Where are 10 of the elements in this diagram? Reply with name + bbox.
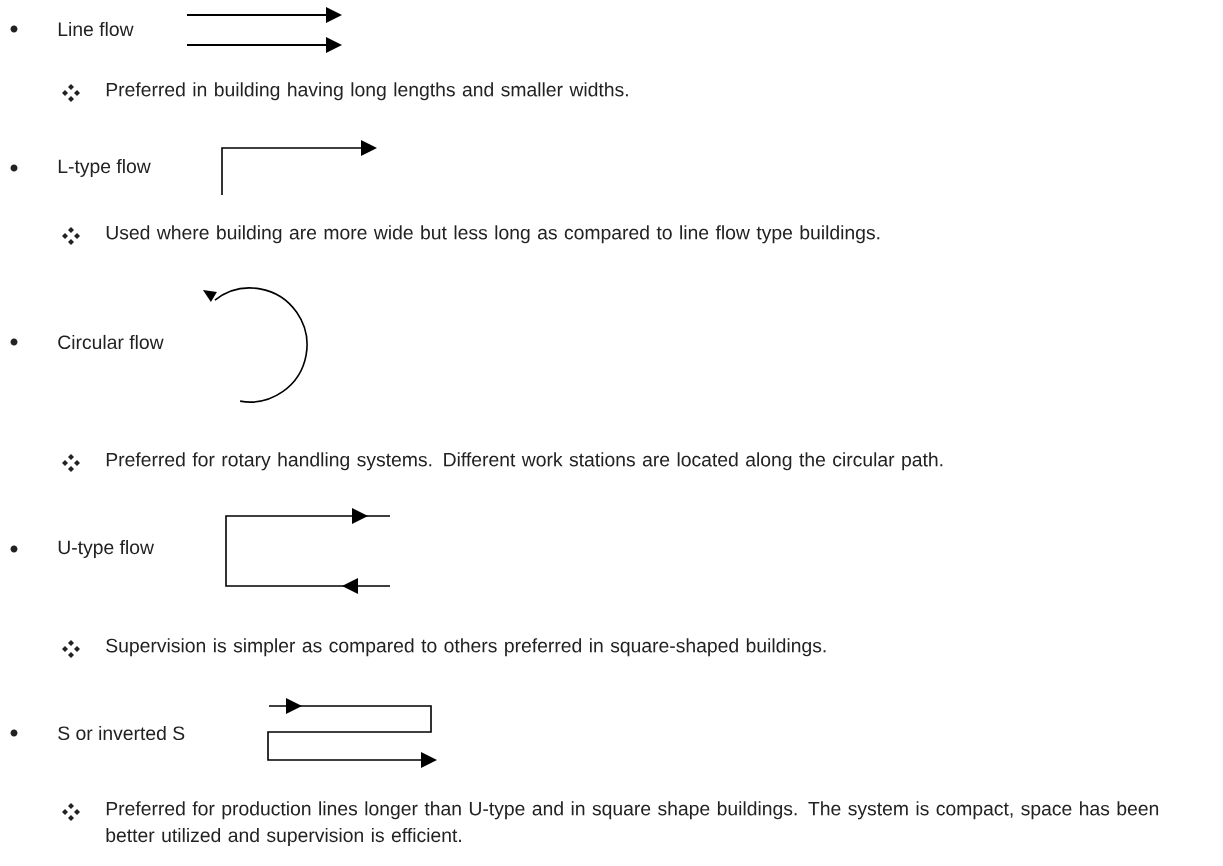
sub-item-text: Used where building are more wide but less long as compared to line flow type buildings. — [106, 225, 880, 244]
list-item: Line flow — [58, 21, 134, 37]
list-item: U-type flow — [58, 540, 154, 558]
list-item: S or inverted S — [58, 725, 185, 741]
sub-item-text: Preferred for production lines longer than U-type and in square shape buildings. The system is compact, space has been better utilized and supervision is efficient. — [106, 801, 1159, 846]
sub-item-text: Preferred for rotary handling systems. Different work stations are located along the circular path. — [106, 452, 943, 471]
sub-item-text: Supervision is simpler as compared to others preferred in square-shaped buildings. — [106, 638, 826, 657]
list-item: Circular flow — [58, 334, 164, 350]
sub-item-text: Preferred in building having long lengths and smaller widths. — [106, 82, 628, 101]
list-item: L-type flow — [58, 159, 151, 177]
